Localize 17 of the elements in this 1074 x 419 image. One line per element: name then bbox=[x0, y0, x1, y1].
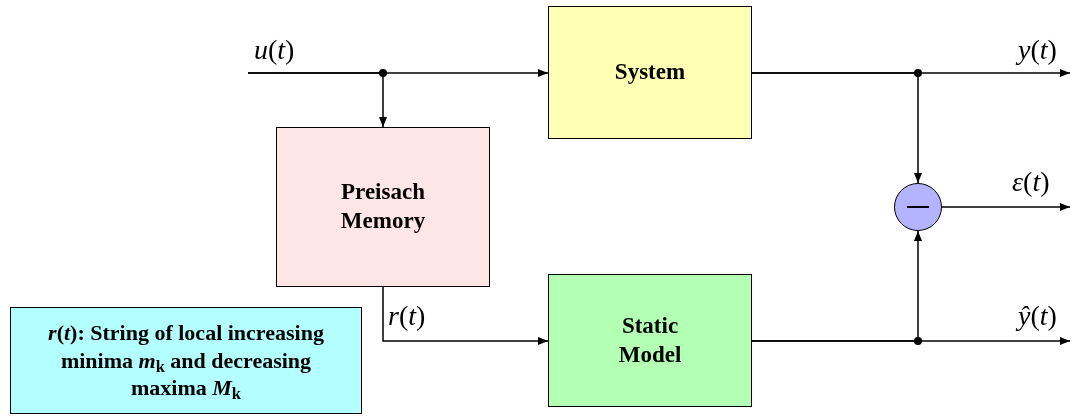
edge-label: u(t) bbox=[254, 36, 295, 64]
node-label: Preisach Memory bbox=[339, 178, 427, 235]
arrow bbox=[382, 286, 549, 345]
arrow bbox=[751, 72, 922, 184]
process-box bbox=[548, 6, 752, 139]
edge-label: ε(t) bbox=[1012, 168, 1050, 196]
process-box bbox=[276, 127, 490, 287]
edge-label: r(t) bbox=[388, 302, 426, 330]
process-box bbox=[548, 274, 752, 407]
note-box bbox=[10, 307, 362, 414]
node-label: r(t): String of local increasing minima m$_{k}$ and decreasing maxima M$_{k}$ bbox=[47, 319, 325, 402]
arrow bbox=[247, 72, 387, 128]
summing-junction bbox=[894, 183, 942, 231]
node-label: System bbox=[613, 58, 687, 87]
arrow bbox=[751, 230, 922, 342]
node-label: Static Model bbox=[617, 311, 683, 369]
arrow bbox=[941, 203, 1071, 211]
